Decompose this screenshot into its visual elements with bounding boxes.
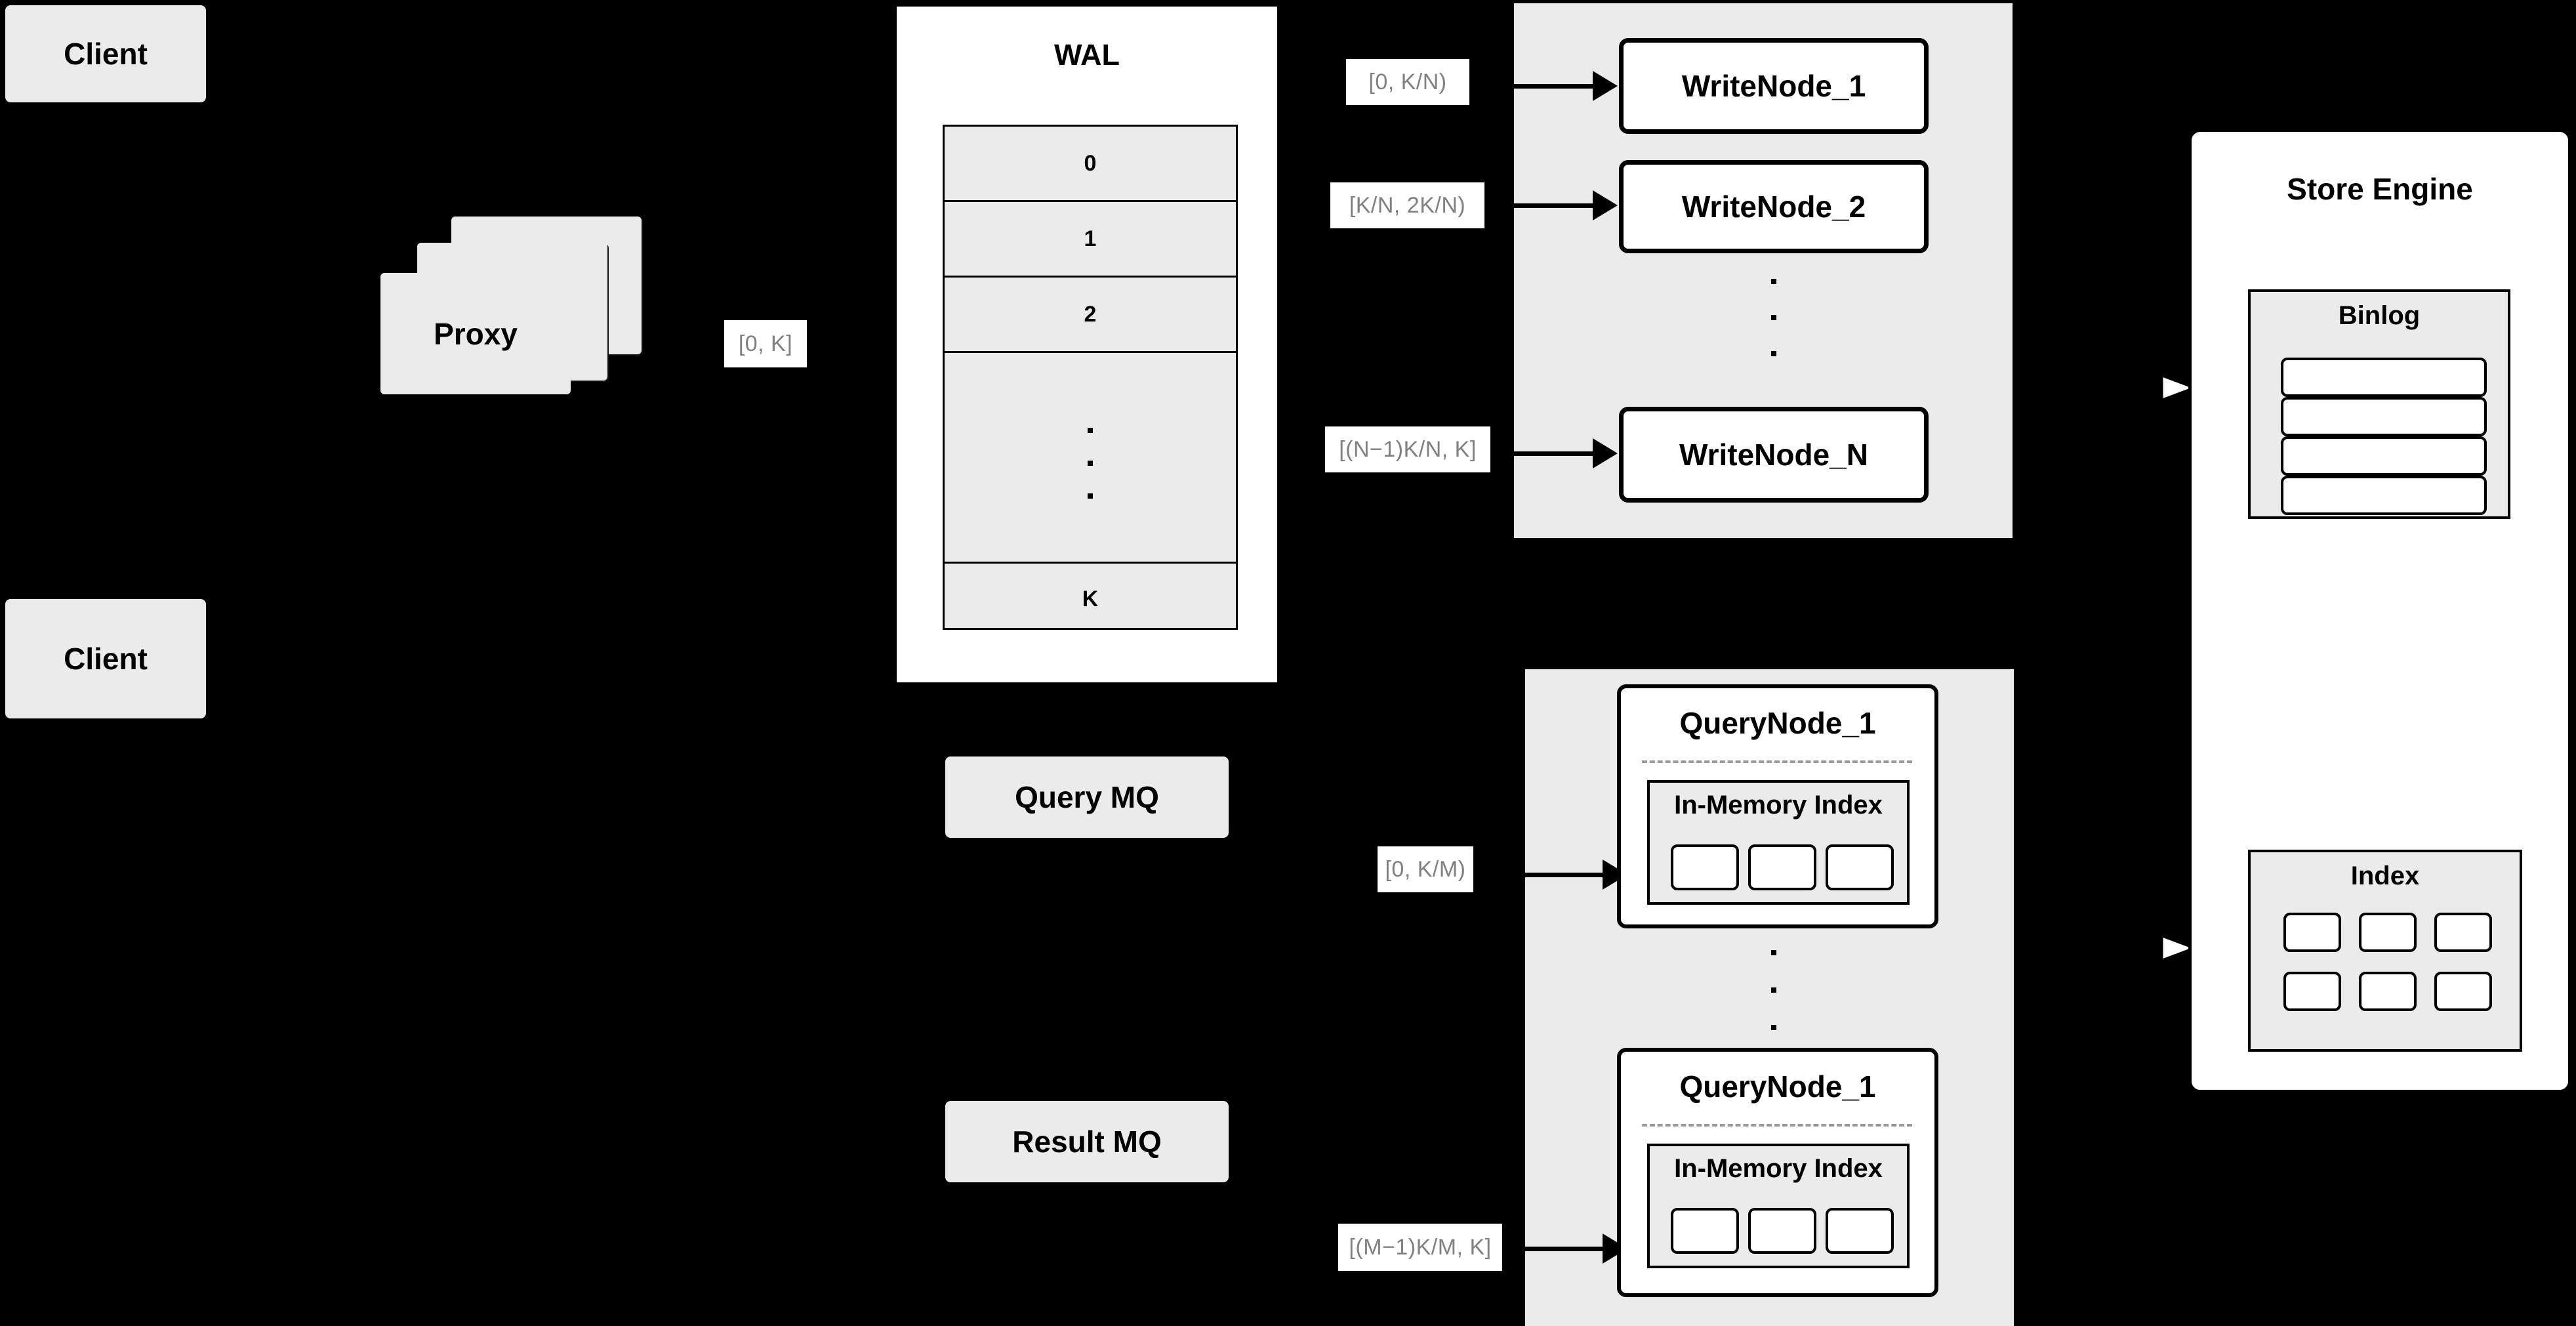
binlog-title: Binlog <box>2338 301 2421 330</box>
proxy-range-label: [0, K] <box>724 320 807 367</box>
store-index-chip[interactable] <box>2283 972 2341 1011</box>
query-node-label: QueryNode_1 <box>1679 1069 1876 1104</box>
index-chip[interactable] <box>1671 1208 1739 1254</box>
wal-row: 1 <box>945 202 1236 278</box>
proxy-label: Proxy <box>434 316 518 351</box>
ellipsis-dot <box>1771 279 1776 284</box>
binlog-row[interactable] <box>2281 397 2487 436</box>
write-node-2[interactable]: WriteNode_2 <box>1619 160 1929 253</box>
store-index-chip[interactable] <box>2283 913 2341 952</box>
ellipsis-dot <box>1771 351 1776 356</box>
wal-row: 0 <box>945 127 1236 202</box>
write-range-label-n: [(N−1)K/N, K] <box>1325 426 1490 472</box>
client-box-2[interactable]: Client <box>5 599 206 718</box>
store-engine-container: Store Engine Binlog Index <box>2188 129 2571 1093</box>
store-index-chip[interactable] <box>2359 972 2417 1011</box>
query-mq-box[interactable]: Query MQ <box>945 756 1229 838</box>
binlog-row[interactable] <box>2281 358 2487 397</box>
ellipsis-dot <box>1088 428 1093 433</box>
write-arrow-n <box>1514 438 1620 468</box>
write-node-label: WriteNode_1 <box>1681 69 1866 103</box>
result-mq-label: Result MQ <box>1012 1125 1162 1159</box>
binlog-arrow <box>2138 371 2201 404</box>
query-node-divider <box>1642 760 1912 763</box>
write-node-label: WriteNode_N <box>1679 438 1868 472</box>
write-node-label: WriteNode_2 <box>1681 190 1866 224</box>
query-group-ellipsis <box>1771 950 1779 1035</box>
index-chip[interactable] <box>1671 844 1739 890</box>
write-node-1[interactable]: WriteNode_1 <box>1619 38 1929 134</box>
binlog-row[interactable] <box>2281 436 2487 476</box>
write-arrow-2 <box>1514 190 1620 220</box>
query-node-divider <box>1642 1124 1912 1127</box>
wal-row: K <box>1082 587 1099 611</box>
proxy-stack[interactable]: Proxy <box>380 217 656 426</box>
index-chip[interactable] <box>1826 844 1894 890</box>
query-node-m[interactable]: QueryNode_1 In-Memory Index <box>1617 1048 1938 1297</box>
query-node-1[interactable]: QueryNode_1 In-Memory Index <box>1617 684 1938 928</box>
store-index-chip[interactable] <box>2434 972 2492 1011</box>
binlog-row[interactable] <box>2281 476 2487 515</box>
binlog-panel: Binlog <box>2248 289 2510 519</box>
write-range-label-1: [0, K/N) <box>1346 59 1469 105</box>
query-range-label-1: [0, K/M) <box>1378 846 1473 892</box>
wal-title: WAL <box>1054 38 1120 72</box>
wal-row: 2 <box>945 278 1236 353</box>
query-arrow-m <box>1525 1233 1631 1264</box>
write-arrow-1 <box>1514 71 1620 101</box>
in-memory-index-panel: In-Memory Index <box>1647 780 1910 905</box>
ellipsis-dot <box>1771 315 1776 320</box>
ellipsis-dot <box>1771 987 1776 993</box>
proxy-front-card[interactable]: Proxy <box>380 273 571 394</box>
wal-container: WAL 0 1 2 K <box>893 3 1280 686</box>
index-chip[interactable] <box>1748 1208 1816 1254</box>
query-arrow-1 <box>1525 860 1631 890</box>
ellipsis-dot <box>1771 1025 1776 1030</box>
store-index-panel: Index <box>2248 850 2522 1052</box>
write-range-label-2: [K/N, 2K/N) <box>1330 182 1484 228</box>
query-node-label: QueryNode_1 <box>1679 706 1876 740</box>
client-box-1[interactable]: Client <box>5 5 206 102</box>
in-memory-index-title: In-Memory Index <box>1674 791 1883 819</box>
in-memory-index-title: In-Memory Index <box>1674 1154 1883 1183</box>
write-group-ellipsis <box>1771 279 1779 364</box>
ellipsis-dot <box>1088 461 1093 466</box>
client-label: Client <box>64 37 148 71</box>
wal-table: 0 1 2 K <box>943 125 1238 630</box>
in-memory-index-panel: In-Memory Index <box>1647 1144 1910 1268</box>
store-index-chip[interactable] <box>2434 913 2492 952</box>
query-mq-label: Query MQ <box>1015 780 1159 814</box>
query-range-label-m: [(M−1)K/M, K] <box>1338 1224 1502 1271</box>
wal-row-ellipsis <box>945 353 1236 564</box>
store-engine-title: Store Engine <box>2287 172 2473 206</box>
client-label: Client <box>64 642 148 676</box>
result-mq-box[interactable]: Result MQ <box>945 1101 1229 1182</box>
index-arrow <box>2138 932 2201 964</box>
write-node-n[interactable]: WriteNode_N <box>1619 407 1929 503</box>
index-chip[interactable] <box>1826 1208 1894 1254</box>
store-index-chip[interactable] <box>2359 913 2417 952</box>
index-chip[interactable] <box>1748 844 1816 890</box>
store-index-title: Index <box>2350 861 2420 890</box>
ellipsis-dot <box>1088 493 1093 499</box>
ellipsis-dot <box>1771 950 1776 955</box>
